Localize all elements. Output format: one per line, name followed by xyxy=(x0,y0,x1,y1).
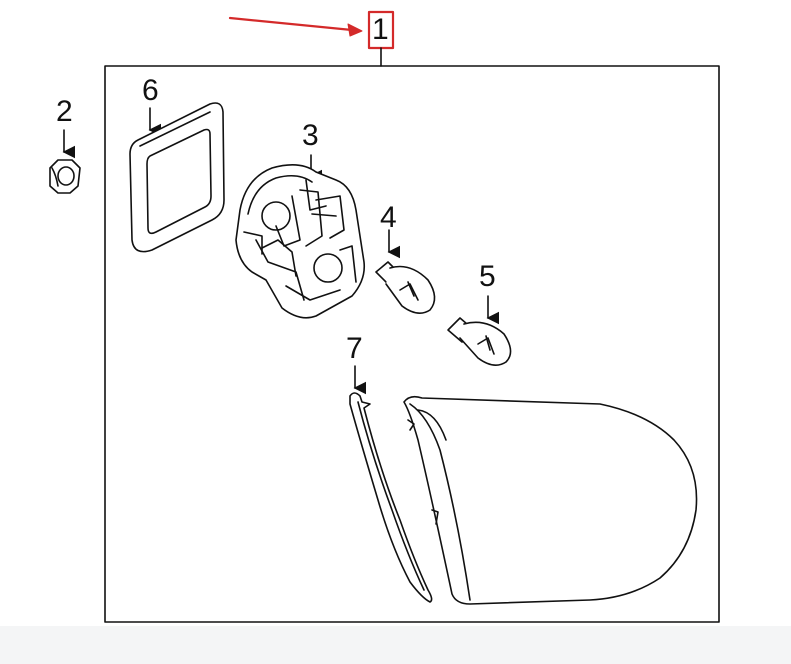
assembly-frame xyxy=(104,65,720,623)
callout-7[interactable]: 7 xyxy=(346,332,363,365)
bulb-icon xyxy=(375,229,436,314)
callout-6[interactable]: 6 xyxy=(142,74,159,107)
callout-1[interactable]: 1 xyxy=(372,13,389,46)
footer-strip xyxy=(0,626,791,664)
gasket-icon xyxy=(129,102,225,253)
tail-lamp-lens-icon xyxy=(403,395,698,605)
bulb-icon xyxy=(447,295,512,366)
callout-3[interactable]: 3 xyxy=(302,119,319,152)
highlight-arrow xyxy=(228,16,363,37)
callout-5[interactable]: 5 xyxy=(479,260,496,293)
callout-2[interactable]: 2 xyxy=(56,95,73,128)
callout-4[interactable]: 4 xyxy=(380,201,397,234)
nut-icon xyxy=(49,129,81,194)
seal-strip-icon xyxy=(349,365,433,603)
bulb-socket-housing-icon xyxy=(235,154,366,319)
